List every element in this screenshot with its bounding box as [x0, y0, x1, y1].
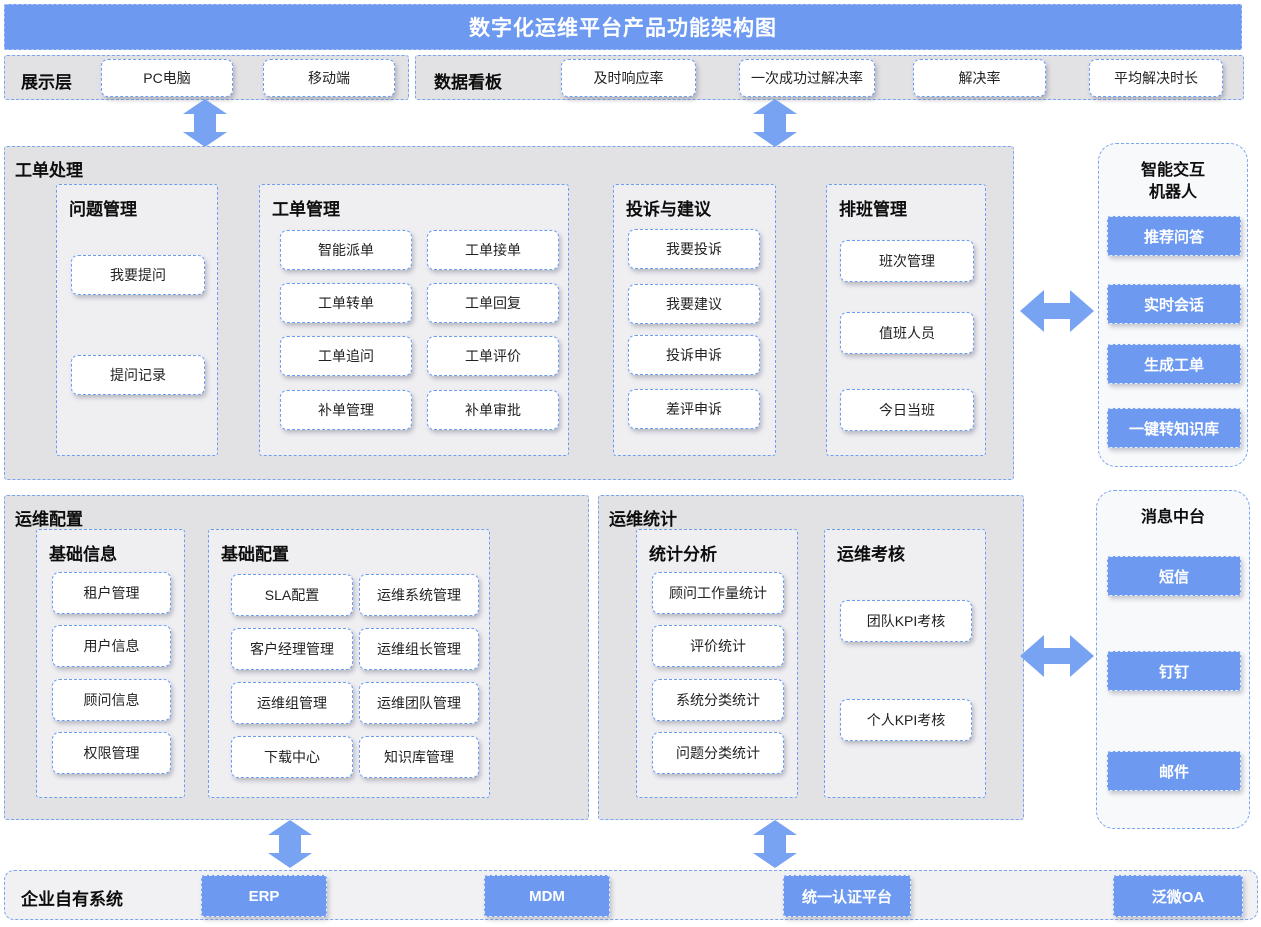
- display-layer-item-mobile: 移动端: [263, 59, 395, 97]
- dashboard-label: 数据看板: [434, 73, 502, 92]
- group-title: 统计分析: [649, 545, 717, 564]
- feature-box: 系统分类统计: [652, 679, 784, 721]
- feature-box: 客户经理管理: [231, 628, 353, 670]
- dashboard-section: 数据看板 及时响应率 一次成功过解决率 解决率 平均解决时长: [415, 55, 1244, 100]
- robot-button: 实时会话: [1107, 284, 1241, 324]
- ticket-processing-section: 工单处理 问题管理 我要提问 提问记录 工单管理 智能派单 工单接单 工单转单 …: [4, 146, 1014, 480]
- ops-config-label: 运维配置: [15, 510, 83, 529]
- feature-box: 差评申诉: [628, 389, 760, 429]
- feature-box: 班次管理: [840, 240, 974, 282]
- double-arrow-vertical-icon: [753, 820, 797, 868]
- feature-box: 我要投诉: [628, 229, 760, 269]
- feature-box: 顾问工作量统计: [652, 572, 784, 614]
- enterprise-system-button: 统一认证平台: [783, 875, 911, 917]
- enterprise-systems-bar: 企业自有系统 ERP MDM 统一认证平台 泛微OA: [4, 870, 1258, 920]
- robot-panel: 智能交互 机器人 推荐问答 实时会话 生成工单 一键转知识库: [1098, 143, 1248, 467]
- message-panel-title: 消息中台: [1140, 509, 1205, 526]
- enterprise-system-button: 泛微OA: [1113, 875, 1243, 917]
- feature-box: 运维组管理: [231, 682, 353, 724]
- feature-box: 用户信息: [52, 625, 171, 667]
- feature-box: 团队KPI考核: [840, 600, 972, 642]
- feature-box: 知识库管理: [359, 736, 479, 778]
- double-arrow-vertical-icon: [268, 820, 312, 868]
- double-arrow-vertical-icon: [183, 99, 227, 147]
- dashboard-item: 解决率: [913, 59, 1046, 97]
- double-arrow-horizontal-icon: [1020, 627, 1094, 685]
- feature-box: 问题分类统计: [652, 732, 784, 774]
- group-title: 排班管理: [839, 200, 907, 219]
- feature-box: 顾问信息: [52, 679, 171, 721]
- ops-stats-label: 运维统计: [609, 510, 677, 529]
- feature-box: 智能派单: [280, 230, 412, 270]
- feature-box: 今日当班: [840, 389, 974, 431]
- feature-box: 补单管理: [280, 390, 412, 430]
- group-title: 基础信息: [49, 545, 117, 564]
- group-shift-management: 排班管理 班次管理 值班人员 今日当班: [826, 184, 986, 456]
- feature-box: 提问记录: [71, 355, 205, 395]
- display-layer-label: 展示层: [21, 73, 72, 92]
- feature-box: 运维组长管理: [359, 628, 479, 670]
- display-layer-item-pc: PC电脑: [101, 59, 233, 97]
- robot-button: 生成工单: [1107, 344, 1241, 384]
- group-ticket-management: 工单管理 智能派单 工单接单 工单转单 工单回复 工单追问 工单评价 补单管理 …: [259, 184, 569, 456]
- robot-button: 推荐问答: [1107, 216, 1241, 256]
- group-stat-analysis: 统计分析 顾问工作量统计 评价统计 系统分类统计 问题分类统计: [636, 529, 798, 798]
- group-complaints-suggestions: 投诉与建议 我要投诉 我要建议 投诉申诉 差评申诉: [613, 184, 776, 456]
- group-title: 工单管理: [272, 200, 340, 219]
- robot-panel-title: 智能交互 机器人: [1099, 160, 1247, 203]
- group-title: 投诉与建议: [626, 200, 711, 219]
- message-button: 短信: [1107, 556, 1241, 596]
- group-ops-assessment: 运维考核 团队KPI考核 个人KPI考核: [824, 529, 986, 798]
- feature-box: 工单转单: [280, 283, 412, 323]
- double-arrow-vertical-icon: [753, 99, 797, 147]
- ticket-processing-label: 工单处理: [15, 161, 83, 180]
- feature-box: SLA配置: [231, 574, 353, 616]
- feature-box: 运维系统管理: [359, 574, 479, 616]
- feature-box: 运维团队管理: [359, 682, 479, 724]
- dashboard-item: 及时响应率: [561, 59, 696, 97]
- message-button: 邮件: [1107, 751, 1241, 791]
- dashboard-item: 一次成功过解决率: [739, 59, 875, 97]
- group-title: 基础配置: [221, 545, 289, 564]
- feature-box: 我要建议: [628, 284, 760, 324]
- message-panel: 消息中台 短信 钉钉 邮件: [1096, 490, 1250, 829]
- ops-stats-section: 运维统计 统计分析 顾问工作量统计 评价统计 系统分类统计 问题分类统计 运维考…: [598, 495, 1024, 820]
- group-problem-management: 问题管理 我要提问 提问记录: [56, 184, 218, 456]
- feature-box: 工单回复: [427, 283, 559, 323]
- feature-box: 补单审批: [427, 390, 559, 430]
- message-button: 钉钉: [1107, 651, 1241, 691]
- feature-box: 值班人员: [840, 312, 974, 354]
- group-basic-config: 基础配置 SLA配置 运维系统管理 客户经理管理 运维组长管理 运维组管理 运维…: [208, 529, 490, 798]
- feature-box: 工单接单: [427, 230, 559, 270]
- double-arrow-horizontal-icon: [1020, 282, 1094, 340]
- dashboard-item: 平均解决时长: [1089, 59, 1223, 97]
- feature-box: 权限管理: [52, 732, 171, 774]
- robot-title-line1: 智能交互: [1140, 162, 1205, 179]
- enterprise-system-button: MDM: [484, 875, 610, 917]
- feature-box: 下载中心: [231, 736, 353, 778]
- feature-box: 评价统计: [652, 625, 784, 667]
- robot-title-line2: 机器人: [1148, 183, 1197, 201]
- feature-box: 工单评价: [427, 336, 559, 376]
- feature-box: 个人KPI考核: [840, 699, 972, 741]
- feature-box: 租户管理: [52, 572, 171, 614]
- enterprise-systems-label: 企业自有系统: [21, 890, 123, 909]
- feature-box: 投诉申诉: [628, 335, 760, 375]
- feature-box: 工单追问: [280, 336, 412, 376]
- group-basic-info: 基础信息 租户管理 用户信息 顾问信息 权限管理: [36, 529, 185, 798]
- enterprise-system-button: ERP: [201, 875, 327, 917]
- display-layer-section: 展示层 PC电脑 移动端: [4, 55, 409, 100]
- group-title: 运维考核: [837, 545, 905, 564]
- group-title: 问题管理: [69, 200, 137, 219]
- page-title: 数字化运维平台产品功能架构图: [4, 4, 1242, 50]
- robot-button: 一键转知识库: [1107, 408, 1241, 448]
- ops-config-section: 运维配置 基础信息 租户管理 用户信息 顾问信息 权限管理 基础配置 SLA配置…: [4, 495, 589, 820]
- feature-box: 我要提问: [71, 255, 205, 295]
